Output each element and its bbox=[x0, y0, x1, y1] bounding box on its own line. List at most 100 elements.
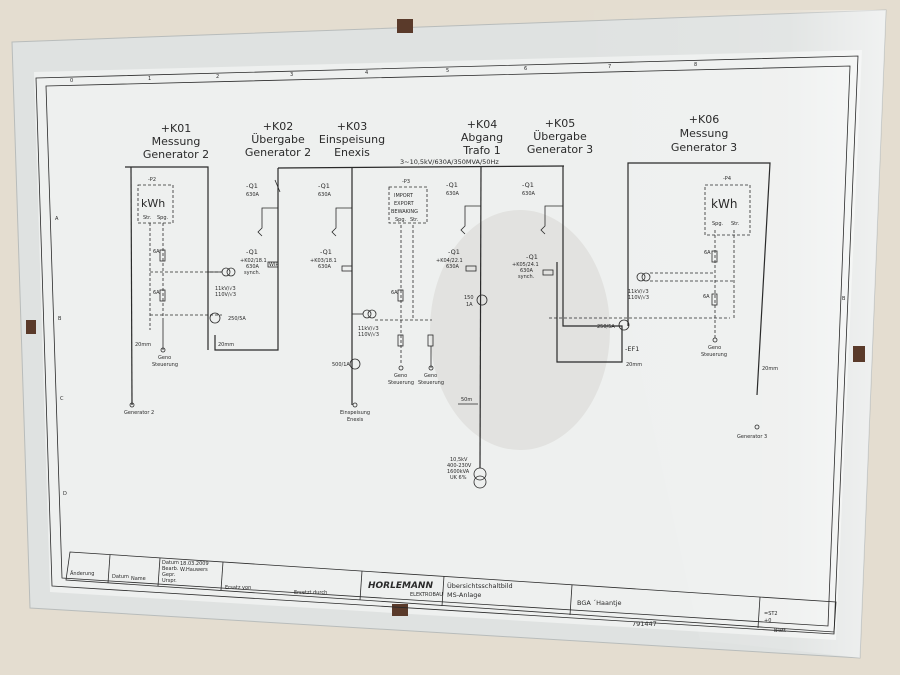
terminal-generator-2 bbox=[129, 402, 135, 408]
schematic-label: -Q1 bbox=[448, 248, 460, 256]
schematic-label: Name bbox=[131, 576, 146, 582]
schematic-line bbox=[398, 365, 404, 371]
schematic-label: 630A bbox=[522, 191, 536, 197]
schematic-label: Messung bbox=[680, 127, 729, 140]
schematic-label: +K04/22.1 bbox=[436, 258, 463, 264]
fuse bbox=[711, 250, 718, 263]
schematic-label: 8 bbox=[694, 62, 697, 68]
schematic-line bbox=[428, 365, 434, 371]
schematic-label: 5 bbox=[446, 68, 449, 74]
terminal bbox=[160, 347, 166, 353]
schematic-label: C bbox=[60, 396, 64, 402]
schematic-label: 630A bbox=[318, 264, 332, 270]
schematic-label: Spg. bbox=[395, 217, 407, 223]
wip-relay bbox=[341, 265, 353, 272]
meter-p2 bbox=[137, 184, 174, 224]
schematic-label: 10,5kV bbox=[450, 457, 468, 463]
schematic-label: 6 bbox=[524, 66, 527, 72]
schematic-label: BEWAKING bbox=[391, 209, 418, 215]
schematic-label: 630A bbox=[246, 264, 260, 270]
schematic-label: -P4 bbox=[723, 176, 731, 182]
cable-length: 50m bbox=[461, 397, 472, 403]
current-transformer-symbol bbox=[476, 294, 488, 306]
terminal-enexis bbox=[352, 402, 358, 408]
schematic-label: Einspeisung bbox=[340, 410, 370, 416]
schematic-label: B bbox=[842, 296, 846, 302]
schematic-label: Generator 3 bbox=[671, 141, 737, 154]
fuse bbox=[397, 334, 404, 347]
schematic-label: Str. bbox=[731, 221, 740, 227]
schematic-label: 400-230V bbox=[447, 463, 472, 469]
wip-relay bbox=[465, 265, 477, 272]
schematic-label: D bbox=[63, 491, 67, 497]
schematic-line bbox=[367, 309, 377, 319]
schematic-line bbox=[107, 554, 111, 584]
schematic-label: Spg. bbox=[157, 215, 169, 221]
glass-reflection bbox=[560, 10, 886, 658]
current-transformer-symbol bbox=[209, 312, 221, 324]
schematic-line bbox=[65, 551, 837, 633]
schematic-label: 3 bbox=[290, 72, 293, 78]
schematic-label: Datum bbox=[112, 574, 129, 580]
schematic-label: +K02/18.1 bbox=[240, 258, 267, 264]
schematic-label: Ersetzt durch bbox=[294, 590, 327, 596]
schematic-label: MS-Anlage bbox=[447, 591, 481, 599]
schematic-label: 6A bbox=[153, 249, 160, 255]
current-transformer-symbol bbox=[618, 319, 630, 331]
earthing-switch bbox=[460, 205, 481, 235]
schematic-label: 0 bbox=[70, 78, 73, 84]
fuse bbox=[427, 334, 434, 347]
schematic-label: +K03/18.1 bbox=[310, 258, 337, 264]
schematic-label: Generator 2 bbox=[124, 410, 154, 416]
schematic-line bbox=[441, 575, 445, 607]
schematic-label: A bbox=[55, 216, 59, 222]
schematic-label: 20mm bbox=[218, 342, 234, 348]
schematic-label: +K01 bbox=[161, 122, 191, 135]
schematic-label: Bearb. bbox=[162, 566, 179, 572]
schematic-line bbox=[157, 557, 161, 587]
meter-p4 bbox=[704, 184, 751, 236]
schematic-label: 250/5A bbox=[597, 324, 615, 330]
frame-clip bbox=[26, 320, 36, 334]
kwh-label: kWh bbox=[711, 197, 737, 211]
schematic-label: 18.03.2009 bbox=[180, 561, 209, 567]
schematic-label: 11kV/√3 bbox=[358, 326, 379, 332]
schematic-label: Geno bbox=[158, 355, 171, 361]
schematic-label: 11kV/√3 bbox=[628, 289, 649, 295]
frame-clip bbox=[392, 604, 408, 616]
schematic-label: 2 bbox=[216, 74, 219, 80]
schematic-label: 6A bbox=[391, 290, 398, 296]
schematic-label: Spg. bbox=[712, 221, 724, 227]
company-logo: HORLEMANN bbox=[368, 581, 433, 591]
voltage-transformer-symbol bbox=[636, 272, 646, 282]
k02-panel-box bbox=[214, 168, 279, 351]
schematic-label: -Q1 bbox=[246, 182, 258, 190]
schematic-label: Einspeisung bbox=[319, 133, 385, 146]
schematic-label: Geno bbox=[424, 373, 437, 379]
k01-panel-box bbox=[125, 166, 209, 350]
schematic-label: Übergabe bbox=[533, 130, 587, 143]
earthing-switch bbox=[331, 207, 352, 237]
schematic-line bbox=[569, 584, 573, 616]
wip-relay bbox=[267, 261, 279, 268]
schematic-label: Blatt bbox=[774, 628, 786, 634]
schematic-label: +K05/24.1 bbox=[512, 262, 539, 268]
schematic-label: 630A bbox=[318, 192, 332, 198]
schematic-label: 110V/√3 bbox=[628, 295, 649, 301]
schematic-label: Übergabe bbox=[251, 133, 305, 146]
schematic-line bbox=[226, 267, 236, 277]
schematic-line bbox=[641, 272, 651, 282]
schematic-label: -P3 bbox=[402, 179, 410, 185]
schematic-label: -EF1 bbox=[625, 345, 639, 353]
schematic-label: 7 bbox=[608, 64, 611, 70]
schematic-label: Steuerung bbox=[388, 380, 414, 386]
fuse bbox=[159, 249, 166, 262]
schematic-label: Messung bbox=[152, 135, 201, 148]
